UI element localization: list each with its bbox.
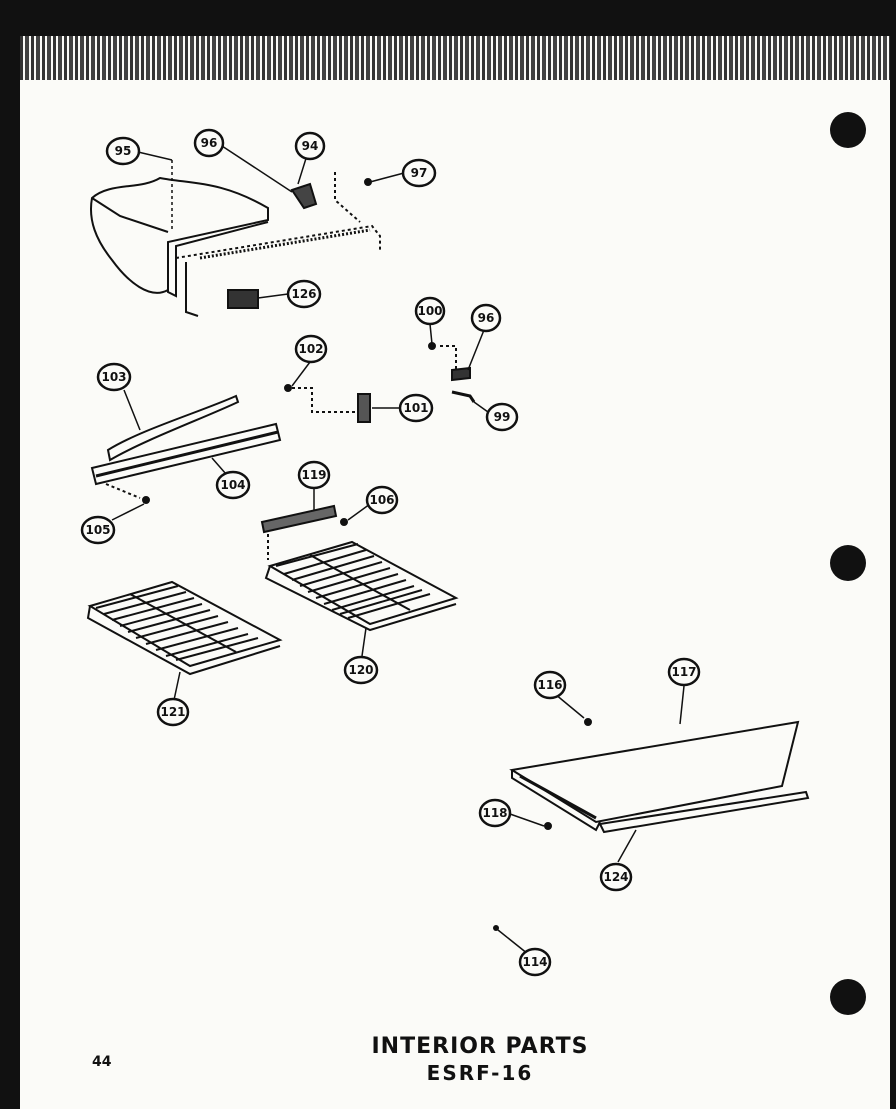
svg-text:121: 121 bbox=[160, 705, 185, 719]
callout-96-b: 96 bbox=[470, 303, 502, 333]
small-hinge-parts bbox=[428, 342, 476, 403]
shelf-support-parts bbox=[284, 384, 371, 423]
binder-hole-top bbox=[830, 112, 866, 148]
svg-text:99: 99 bbox=[494, 410, 511, 424]
wire-shelf-121 bbox=[86, 580, 283, 676]
callout-94: 94 bbox=[294, 131, 326, 161]
compartment-cutaway bbox=[90, 176, 381, 317]
svg-text:119: 119 bbox=[301, 468, 326, 482]
page-number: 44 bbox=[92, 1054, 112, 1070]
callout-119: 119 bbox=[297, 460, 331, 490]
crisper-cover-117 bbox=[509, 718, 810, 834]
svg-text:105: 105 bbox=[85, 523, 110, 537]
page-title: INTERIOR PARTS bbox=[371, 1034, 589, 1059]
svg-text:102: 102 bbox=[298, 342, 323, 356]
svg-text:100: 100 bbox=[417, 304, 442, 318]
callout-100: 100 bbox=[414, 296, 446, 326]
svg-text:95: 95 bbox=[115, 144, 132, 158]
screw-114 bbox=[493, 925, 499, 931]
callout-114: 114 bbox=[518, 947, 552, 977]
svg-text:114: 114 bbox=[522, 955, 547, 969]
callout-116: 116 bbox=[533, 670, 567, 700]
svg-text:126: 126 bbox=[291, 287, 316, 301]
svg-text:101: 101 bbox=[403, 401, 428, 415]
svg-text:103: 103 bbox=[101, 370, 126, 384]
callout-95: 95 bbox=[105, 136, 141, 166]
callout-117: 117 bbox=[667, 657, 701, 687]
callout-105: 105 bbox=[80, 515, 116, 545]
svg-text:117: 117 bbox=[671, 665, 696, 679]
scan-dark-edge bbox=[20, 0, 890, 36]
svg-text:94: 94 bbox=[302, 139, 319, 153]
callout-106: 106 bbox=[365, 485, 399, 515]
svg-text:106: 106 bbox=[369, 493, 394, 507]
model-number: ESRF-16 bbox=[426, 1061, 534, 1085]
callout-121: 121 bbox=[156, 697, 190, 727]
title-block: INTERIOR PARTS ESRF-16 bbox=[330, 1034, 630, 1086]
svg-text:118: 118 bbox=[482, 806, 507, 820]
callout-103: 103 bbox=[96, 362, 132, 392]
callout-104: 104 bbox=[215, 470, 251, 500]
svg-text:96: 96 bbox=[201, 136, 218, 150]
svg-text:120: 120 bbox=[348, 663, 373, 677]
svg-text:96: 96 bbox=[478, 311, 495, 325]
svg-text:97: 97 bbox=[411, 166, 428, 180]
wire-shelf-120 bbox=[264, 540, 459, 632]
callout-102: 102 bbox=[294, 334, 328, 364]
binder-hole-middle bbox=[830, 545, 866, 581]
binder-hole-bottom bbox=[830, 979, 866, 1015]
leader-lines bbox=[111, 145, 685, 955]
shelf-front-119 bbox=[260, 504, 348, 560]
callout-124: 124 bbox=[599, 862, 633, 892]
svg-text:116: 116 bbox=[537, 678, 562, 692]
bracket-94-97 bbox=[290, 172, 372, 223]
trim-and-rail bbox=[90, 394, 282, 504]
callout-96: 96 bbox=[193, 128, 225, 158]
callout-99: 99 bbox=[485, 402, 519, 432]
callout-97: 97 bbox=[401, 158, 437, 188]
callout-126: 126 bbox=[286, 279, 322, 309]
svg-text:104: 104 bbox=[220, 478, 245, 492]
callout-118: 118 bbox=[478, 798, 512, 828]
callout-101: 101 bbox=[398, 393, 434, 423]
callout-120: 120 bbox=[343, 655, 379, 685]
svg-text:124: 124 bbox=[603, 870, 628, 884]
